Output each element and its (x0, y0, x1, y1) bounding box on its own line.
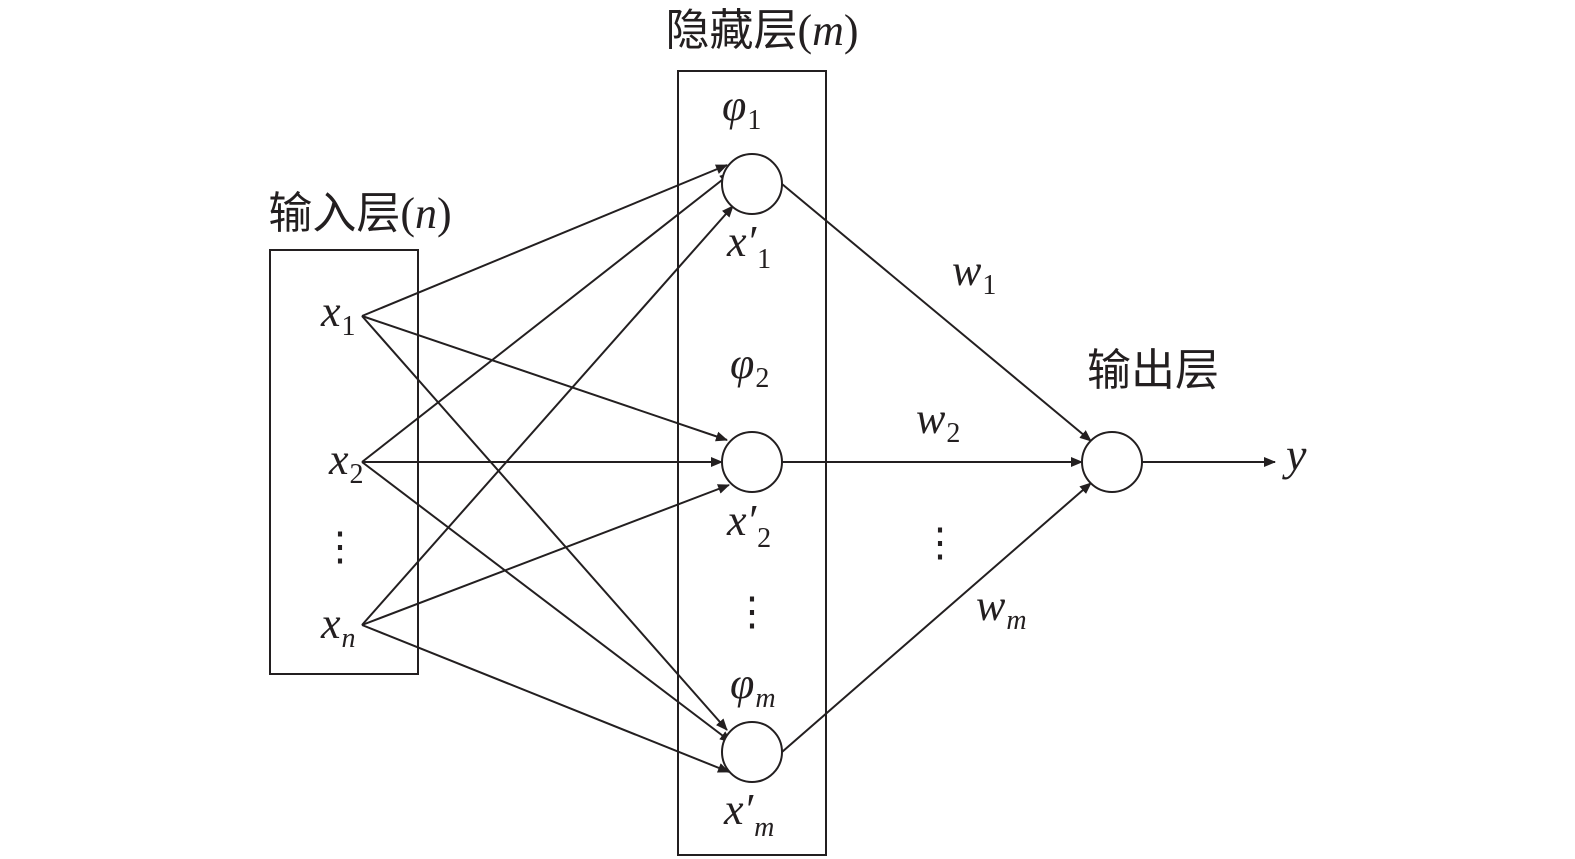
weight-label-w2: w2 (916, 394, 960, 449)
edge-x2-h1 (361, 172, 732, 463)
output-label-y: y (1282, 429, 1307, 480)
output-layer-title: 输出层 (1087, 345, 1219, 396)
edge-h1-out (781, 183, 1092, 442)
hidden-node-1 (721, 153, 783, 215)
input-label-xn: xn (320, 599, 356, 654)
hidden-func-phi1: φ1 (722, 81, 761, 136)
edge-hm-out (781, 482, 1092, 753)
hidden-input-xm-prime: x′m (723, 785, 774, 843)
output-node (1081, 431, 1143, 493)
hidden-func-phi2: φ2 (730, 339, 769, 394)
input-layer-title: 输入层(n) (268, 188, 451, 239)
edge-x1-hm (361, 315, 728, 731)
edge-x1-h2 (361, 315, 728, 442)
hidden-layer-title: 隐藏层(m) (665, 5, 858, 56)
weight-ellipsis: ⋮ (920, 520, 960, 565)
edge-xn-h2 (361, 484, 730, 626)
input-ellipsis: ⋮ (320, 524, 360, 569)
hidden-input-x2-prime: x′2 (726, 496, 771, 554)
input-hidden-edges (361, 164, 734, 773)
edge-x2-hm (361, 461, 732, 743)
hidden-input-x1-prime: x′1 (726, 217, 771, 275)
input-label-x2: x2 (328, 435, 364, 490)
weight-label-w1: w1 (952, 246, 996, 301)
input-label-x1: x1 (320, 287, 356, 342)
edge-xn-h1 (361, 205, 734, 626)
hidden-node-m (721, 721, 783, 783)
edge-xn-hm (361, 624, 730, 773)
weight-label-wm: wm (976, 581, 1027, 636)
hidden-node-2 (721, 431, 783, 493)
hidden-func-phim: φm (730, 659, 776, 714)
edge-x1-h1 (361, 164, 728, 317)
hidden-output-edges (781, 183, 1276, 753)
hidden-ellipsis: ⋮ (732, 589, 772, 634)
